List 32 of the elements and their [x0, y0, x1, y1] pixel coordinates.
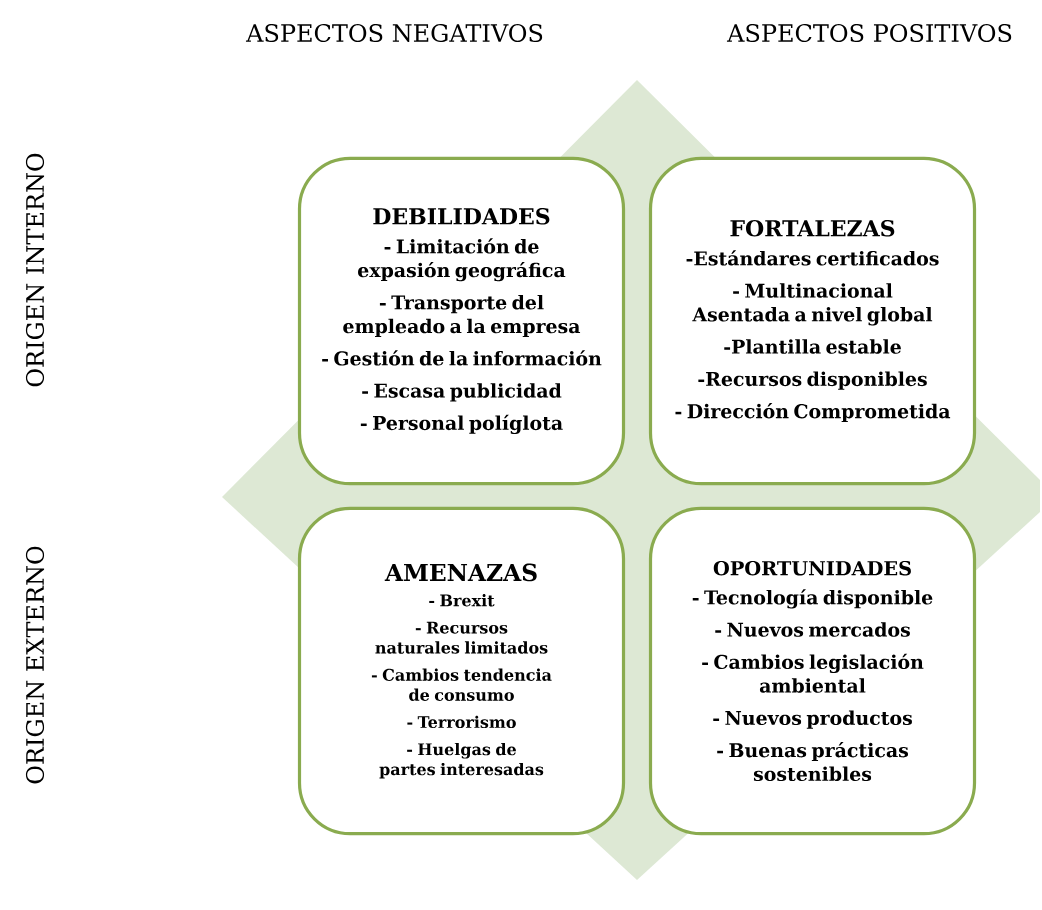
- box-heading: OPORTUNIDADES: [713, 560, 911, 576]
- swot-quadrant: [648, 506, 977, 836]
- list-item: -Estándares certificados: [686, 250, 939, 266]
- list-item: - Limitación de expasión geográfica: [358, 238, 566, 282]
- swot-quadrant: [297, 506, 626, 836]
- axis-heading: ORIGEN INTERNO: [25, 153, 45, 387]
- list-item: - Multinacional Asentada a nivel global: [692, 283, 933, 326]
- list-item: - Cambios legislación ambiental: [702, 653, 924, 693]
- list-item: - Brexit: [429, 594, 495, 607]
- list-item: - Escasa publicidad: [362, 383, 562, 402]
- list-item: -Plantilla estable: [724, 339, 901, 354]
- list-item: - Recursos naturales limitados: [375, 621, 548, 654]
- list-item: - Buenas prácticas sostenibles: [717, 741, 909, 782]
- box-heading: DEBILIDADES: [373, 207, 550, 225]
- swot-quadrant: [297, 156, 626, 486]
- box-heading: AMENAZAS: [384, 563, 537, 582]
- list-item: -Recursos disponibles: [698, 371, 927, 390]
- list-item: - Nuevos mercados: [715, 622, 910, 637]
- list-item: - Huelgas de partes interesadas: [379, 742, 544, 779]
- list-item: - Cambios tendencia de consumo: [371, 668, 552, 701]
- list-item: - Transporte del empleado a la empresa: [343, 294, 581, 337]
- axis-heading: ORIGEN EXTERNO: [25, 546, 45, 784]
- list-item: - Nuevos productos: [713, 710, 912, 729]
- swot-quadrant: [648, 156, 977, 486]
- list-item: - Personal políglota: [360, 414, 563, 435]
- box-heading: FORTALEZAS: [730, 219, 895, 237]
- axis-heading: ASPECTOS POSITIVOS: [726, 23, 1012, 43]
- axis-heading: ASPECTOS NEGATIVOS: [245, 23, 543, 43]
- list-item: - Tecnología disponible: [692, 589, 933, 609]
- list-item: - Dirección Comprometida: [675, 403, 951, 423]
- list-item: - Gestión de la información: [322, 350, 602, 366]
- list-item: - Terrorismo: [407, 715, 516, 729]
